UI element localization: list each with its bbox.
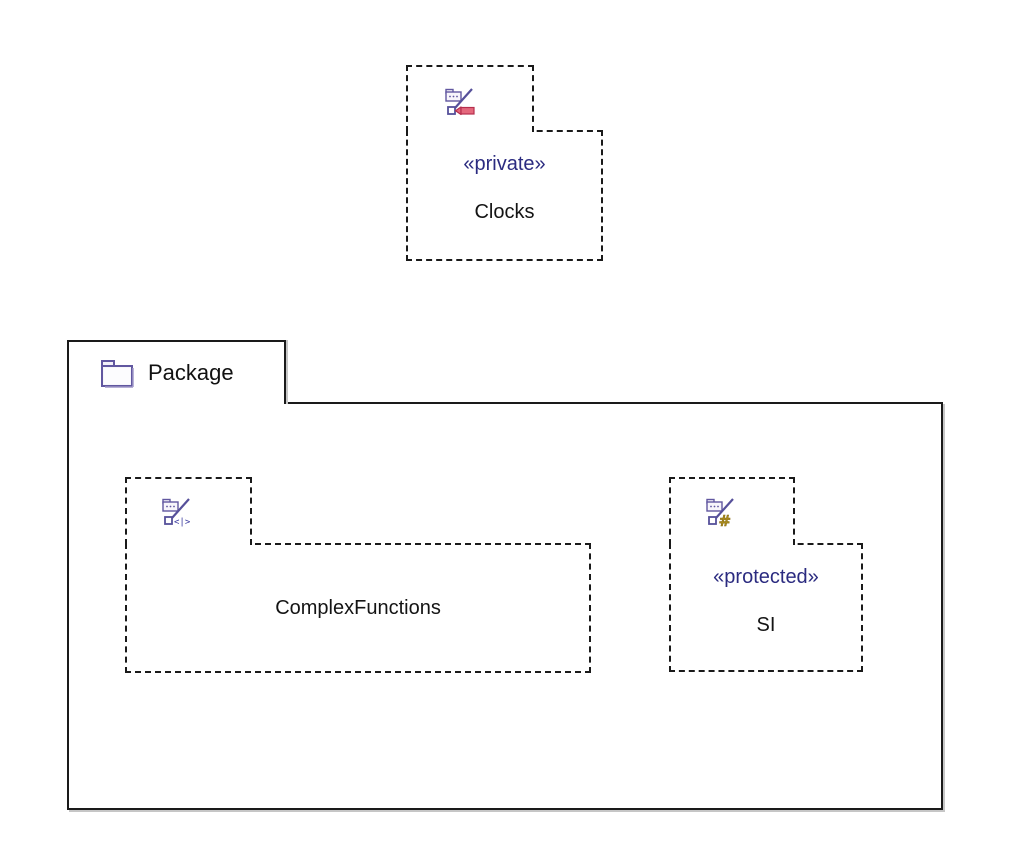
package-tab-si[interactable]: #: [669, 477, 795, 545]
package-body-clocks[interactable]: «private» Clocks: [406, 130, 603, 261]
diagonal-line: [454, 88, 473, 109]
square-glyph: [708, 516, 717, 525]
stereotype-label-clocks: «private»: [463, 153, 546, 175]
diagonal-line: [171, 498, 190, 519]
square-glyph: [164, 516, 173, 525]
package-tab-package[interactable]: Package: [67, 340, 286, 404]
package-import-private-icon: [445, 88, 475, 116]
package-visibility-glyph: <|>: [174, 518, 191, 528]
protected-hash-glyph: #: [719, 512, 732, 528]
package-name-clocks: Clocks: [474, 201, 535, 223]
square-glyph: [447, 106, 456, 115]
folder-glyph: [445, 88, 462, 102]
package-name-package: Package: [148, 360, 234, 385]
folder-glyph: [706, 498, 723, 512]
package-body-si[interactable]: «protected» SI: [669, 543, 863, 672]
stereotype-label-si: «protected»: [713, 566, 819, 588]
diagonal-line: [715, 498, 734, 519]
package-body-complex-functions[interactable]: ComplexFunctions: [125, 543, 591, 673]
package-import-protected-icon: #: [706, 498, 734, 528]
folder-icon: [101, 360, 134, 388]
package-name-si: SI: [756, 614, 776, 636]
package-tab-clocks[interactable]: [406, 65, 534, 132]
folder-glyph: [162, 498, 179, 512]
package-tab-complex-functions[interactable]: <|>: [125, 477, 252, 545]
private-arrow-glyph: [454, 106, 475, 116]
package-name-complex-functions: ComplexFunctions: [275, 596, 441, 619]
package-import-icon: <|>: [162, 498, 191, 528]
